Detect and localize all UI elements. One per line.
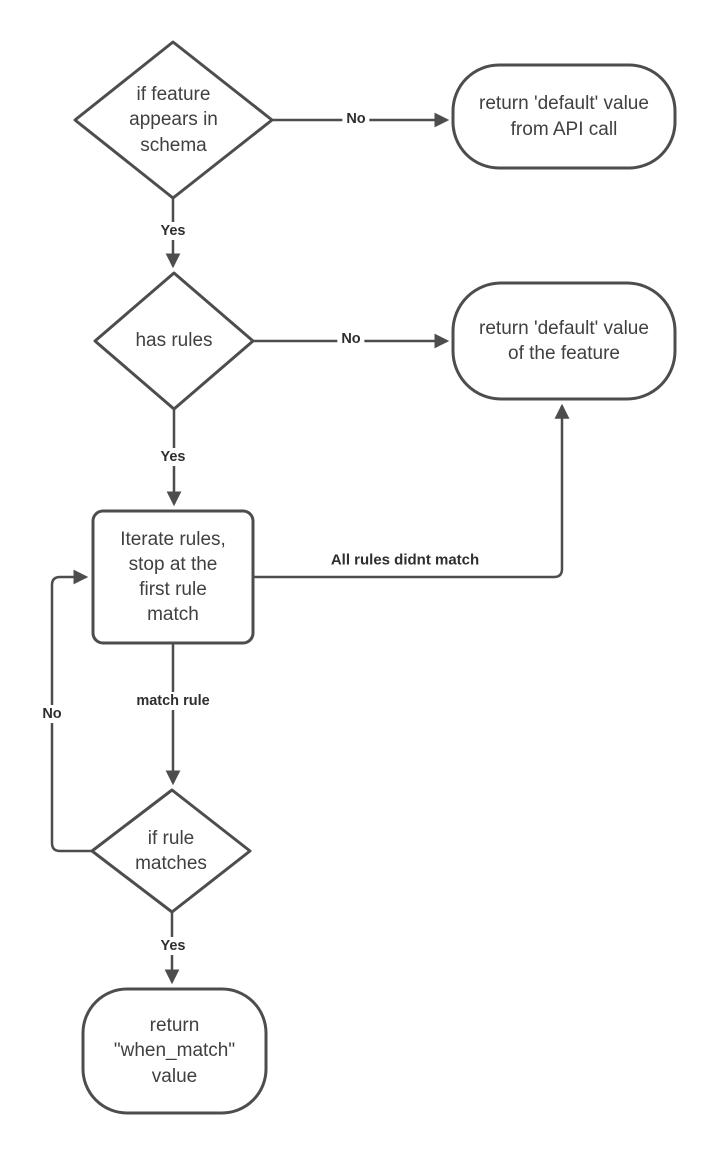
edge-label-no-feature: No	[342, 110, 370, 128]
terminator-default-api-shape	[451, 63, 677, 170]
decision-has-rules-shape	[93, 271, 255, 411]
process-iterate-rules-shape	[91, 509, 255, 645]
edge-label-all-rules-didnt-match: All rules didnt match	[330, 551, 480, 569]
edge-all-rules-didnt-match	[253, 403, 570, 579]
terminator-default-feature-shape	[451, 281, 677, 401]
edge-label-no-rules: No	[337, 330, 365, 348]
edge-label-yes-feature: Yes	[156, 222, 190, 240]
terminator-when-match-shape	[81, 987, 268, 1115]
edge-label-match-rule: match rule	[132, 692, 214, 710]
edge-label-yes-match: Yes	[156, 937, 190, 955]
edge-label-yes-rules: Yes	[156, 448, 190, 466]
decision-rule-matches-shape	[90, 788, 252, 914]
edge-label-no-match: No	[38, 705, 66, 723]
decision-feature-in-schema-shape	[73, 40, 274, 200]
